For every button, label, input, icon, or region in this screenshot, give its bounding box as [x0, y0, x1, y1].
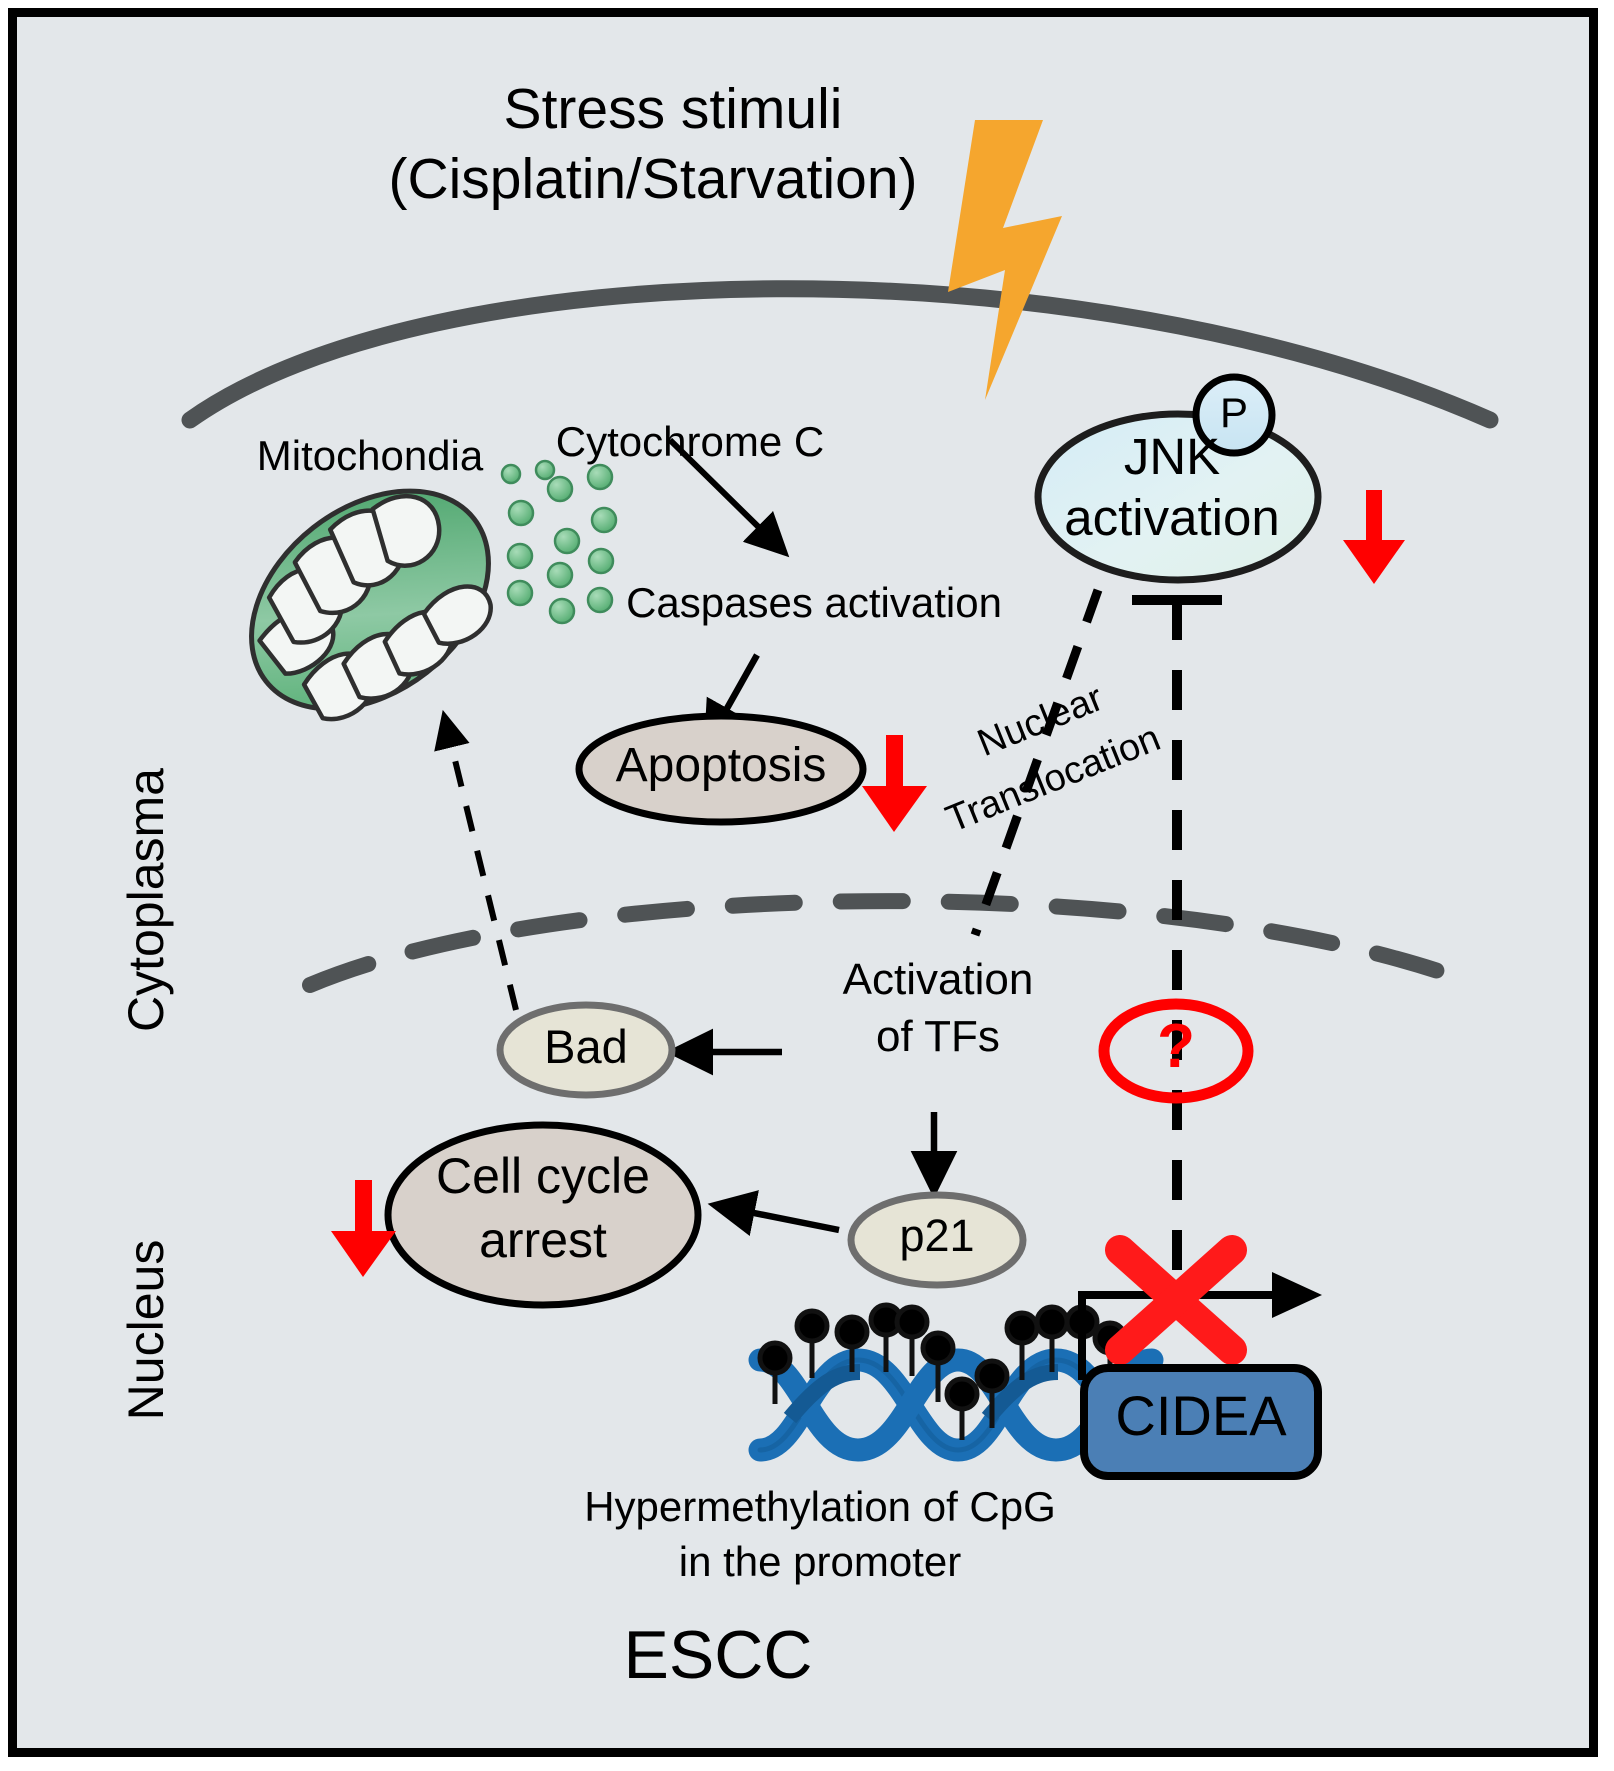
- figure-frame: [8, 8, 1598, 1757]
- down-arrow-cellcycle-icon: [331, 1180, 396, 1277]
- unknown-mechanism-label: ?: [1157, 1012, 1195, 1081]
- cell-cycle-arrest-node: [384, 1121, 702, 1309]
- nuclear-envelope: [302, 893, 1458, 993]
- bad-label: Bad: [544, 1020, 628, 1073]
- methylation-caption-line1: Hypermethylation of CpG: [584, 1483, 1056, 1530]
- caspases-label: Caspases activation: [626, 579, 1002, 626]
- cytochrome-c-label: Cytochrome C: [555, 418, 825, 465]
- mitochondria-icon: [249, 488, 493, 722]
- mitochondria-label: Mitochondia: [256, 432, 484, 479]
- transcription-start-arrow: [1078, 1291, 1280, 1380]
- apoptosis-node: [575, 712, 867, 826]
- phospho-badge-label: P: [1219, 389, 1249, 436]
- jnk-activation-node: [1034, 410, 1322, 584]
- cidea-label: CIDEA: [1115, 1384, 1287, 1447]
- nucleus-label: Nucleus: [118, 1239, 174, 1421]
- cytochrome-c-dots: [500, 459, 618, 625]
- cell-cycle-label-line2: arrest: [479, 1212, 607, 1268]
- apoptosis-label: Apoptosis: [615, 739, 827, 792]
- methylation-caption-line2: in the promoter: [678, 1538, 962, 1585]
- arrow-cytochrome-to-caspases: [667, 437, 790, 558]
- jnk-label-line1: JNK: [1123, 428, 1221, 485]
- tfs-label-line2: of TFs: [876, 1012, 1000, 1061]
- cidea-node: [1080, 1364, 1322, 1480]
- down-arrow-apoptosis-icon: [862, 735, 927, 832]
- methylation-lollipops: [757, 1302, 1128, 1440]
- tfs-label-line1: Activation: [842, 955, 1034, 1004]
- p21-node: [847, 1191, 1027, 1289]
- jnk-label-line2: activation: [1064, 489, 1280, 546]
- down-arrow-jnk-icon: [1343, 490, 1405, 584]
- transcription-arrowhead: [1272, 1272, 1322, 1318]
- stress-stimuli-line2: (Cisplatin/Starvation): [388, 147, 918, 211]
- bad-node: [496, 1001, 676, 1099]
- cell-membrane: [181, 280, 1499, 429]
- cell-cycle-label-line1: Cell cycle: [436, 1148, 650, 1204]
- arrow-p21-to-cell-cycle-arrest: [707, 1190, 840, 1237]
- escc-label: ESCC: [623, 1617, 813, 1693]
- nuclear-translocation-dashed-line: [970, 588, 1103, 937]
- stress-stimuli-line1: Stress stimuli: [503, 77, 843, 141]
- arrow-bad-to-mitochondria: [434, 709, 519, 1011]
- cytoplasm-label: Cytoplasma: [118, 768, 174, 1032]
- lightning-bolt-icon: [948, 120, 1062, 400]
- phospho-badge-icon: [1192, 373, 1276, 457]
- unknown-mechanism-node: [1098, 998, 1254, 1104]
- blocked-transcription-x-icon: [1105, 1235, 1247, 1365]
- p21-label: p21: [899, 1210, 975, 1261]
